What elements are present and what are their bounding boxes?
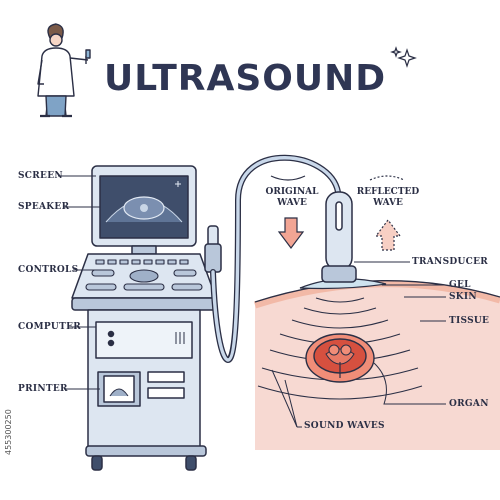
label-tissue: TISSUE: [449, 316, 490, 326]
label-original-wave: ORIGINAL WAVE: [262, 187, 322, 209]
label-computer: COMPUTER: [18, 322, 82, 332]
label-original-wave-line1: ORIGINAL: [265, 187, 319, 197]
reflected-wave-arrow: [369, 175, 405, 251]
sparkle-icon: [390, 46, 417, 68]
label-speaker: SPEAKER: [18, 202, 70, 212]
label-transducer: TRANSDUCER: [412, 257, 489, 267]
stock-id: 455300250: [4, 409, 13, 455]
label-gel: GEL: [449, 280, 471, 290]
label-reflected-wave: REFLECTED WAVE: [356, 187, 420, 209]
label-original-wave-line2: WAVE: [277, 198, 307, 208]
leader-lines: [58, 175, 446, 428]
transducer: [321, 191, 357, 283]
page-title: ULTRASOUND: [104, 58, 387, 99]
label-organ: ORGAN: [449, 399, 489, 409]
ultrasound-machine: [71, 165, 222, 471]
label-controls: CONTROLS: [18, 265, 79, 275]
label-reflected-wave-line2: WAVE: [373, 198, 403, 208]
organ: [305, 333, 375, 383]
label-sound-waves: SOUND WAVES: [304, 421, 385, 431]
label-screen: SCREEN: [18, 171, 63, 181]
original-wave-arrow: [270, 175, 306, 249]
label-reflected-wave-line1: REFLECTED: [356, 187, 420, 197]
label-printer: PRINTER: [18, 384, 68, 394]
doctor-figure: [37, 23, 91, 118]
label-skin: SKIN: [449, 292, 477, 302]
